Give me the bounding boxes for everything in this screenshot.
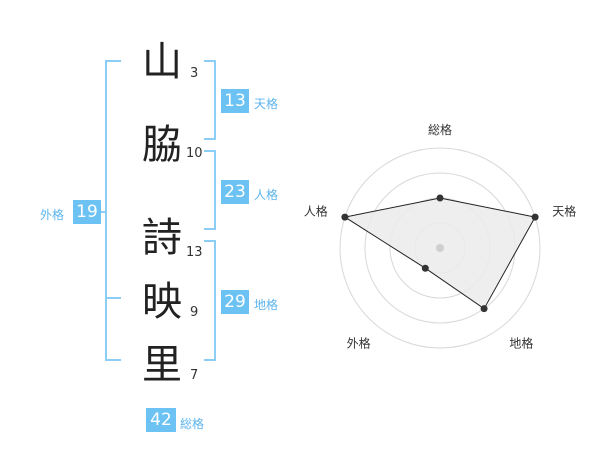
name-char-4: 映 xyxy=(142,279,182,325)
name-char-3: 詩 xyxy=(142,215,182,261)
stroke-count-2: 10 xyxy=(186,146,203,161)
tenkaku-bracket xyxy=(204,60,216,140)
radar-grid-ring-4 xyxy=(339,147,541,349)
name-char-1: 山 xyxy=(142,39,182,85)
stroke-count-4: 9 xyxy=(190,305,199,320)
chikaku-label: 地格 xyxy=(254,298,279,312)
gaikaku-connector xyxy=(96,211,106,213)
name-char-2: 脇 xyxy=(142,122,182,168)
radar-axis-label-4: 外格 xyxy=(347,335,371,350)
radar-axis-label-3: 地格 xyxy=(509,335,533,350)
radar-axis-label-2: 天格 xyxy=(552,204,576,219)
stroke-count-1: 3 xyxy=(190,66,199,81)
radar-axis-label-5: 人格 xyxy=(304,204,328,219)
gaikaku-label: 外格 xyxy=(40,208,65,222)
jinkaku-bracket xyxy=(204,150,216,230)
tenkaku-label: 天格 xyxy=(254,97,279,111)
gaikaku-bracket xyxy=(105,60,121,361)
radar-center-dot xyxy=(436,244,444,252)
gaikaku-bracket-divider xyxy=(105,297,121,299)
jinkaku-label: 人格 xyxy=(254,188,279,202)
radar-point-2 xyxy=(531,213,539,221)
chikaku-value: 29 xyxy=(221,290,249,314)
radar-point-1 xyxy=(436,194,444,202)
jinkaku-value: 23 xyxy=(221,180,249,204)
stroke-count-5: 7 xyxy=(190,368,199,383)
stroke-count-3: 13 xyxy=(186,245,203,260)
name-char-5: 里 xyxy=(142,342,182,388)
soukaku-label: 総格 xyxy=(180,417,205,431)
radar-point-5 xyxy=(341,213,349,221)
tenkaku-value: 13 xyxy=(221,89,249,113)
chikaku-bracket xyxy=(204,240,216,361)
radar-point-3 xyxy=(480,305,488,313)
radar-point-4 xyxy=(421,264,429,272)
gaikaku-value: 19 xyxy=(73,200,101,224)
radar-series-polygon xyxy=(343,197,536,310)
radar-axis-label-1: 総格 xyxy=(428,122,452,137)
soukaku-value: 42 xyxy=(146,408,176,432)
